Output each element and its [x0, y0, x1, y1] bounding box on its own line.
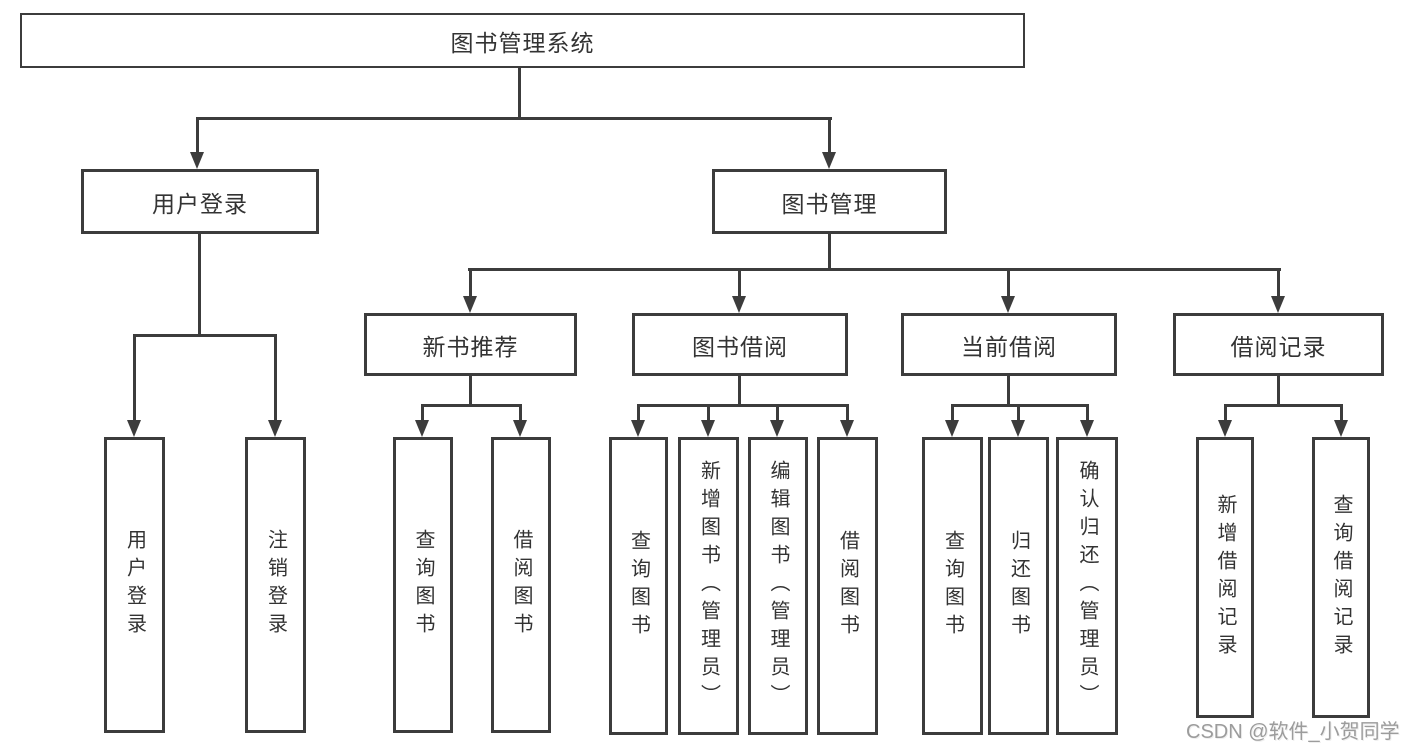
node-current-return-books: 归还图书 [988, 437, 1049, 735]
node-label: 注销登录 [264, 529, 287, 641]
connector-line [846, 404, 849, 421]
node-label: 图书管理系统 [450, 29, 595, 56]
connector-line [707, 404, 710, 421]
node-current-confirm-return-admin: 确认归还（管理员） [1056, 437, 1118, 735]
arrow-down-icon [127, 420, 141, 437]
node-label: 借阅图书 [836, 530, 859, 642]
connector-line [196, 117, 199, 155]
connector-line [133, 334, 136, 422]
node-label: 借阅图书 [510, 529, 532, 641]
node-book-management: 图书管理 [712, 169, 947, 234]
node-borrowing-edit-books-admin: 编辑图书（管理员） [748, 437, 808, 735]
arrow-down-icon [945, 420, 959, 437]
connector-line [776, 404, 779, 421]
node-root: 图书管理系统 [20, 13, 1025, 68]
node-recommend-query-books: 查询图书 [393, 437, 453, 733]
arrow-down-icon [1011, 420, 1025, 437]
connector-line [421, 404, 424, 421]
connector-line [1277, 268, 1280, 298]
connector-line [738, 376, 741, 406]
arrow-down-icon [268, 420, 282, 437]
arrow-down-icon [1218, 420, 1232, 437]
node-label: 编辑图书（管理员） [767, 460, 789, 712]
connector-line [519, 404, 522, 421]
node-label: 用户登录 [152, 190, 248, 217]
connector-line [828, 234, 831, 270]
connector-line [469, 376, 472, 406]
node-label: 新增借阅记录 [1214, 493, 1236, 662]
arrow-down-icon [631, 420, 645, 437]
node-borrowing-add-books-admin: 新增图书（管理员） [678, 437, 739, 735]
node-current-query-books: 查询图书 [922, 437, 983, 735]
node-book-borrowing: 图书借阅 [632, 313, 848, 376]
node-user-login: 用户登录 [104, 437, 165, 733]
arrow-down-icon [513, 420, 527, 437]
node-borrowing-borrow-books: 借阅图书 [817, 437, 878, 735]
connector-line [828, 117, 831, 155]
node-label: 查询图书 [412, 529, 434, 641]
connector-line [1007, 268, 1010, 298]
node-user-login-branch: 用户登录 [81, 169, 319, 234]
connector-line [738, 268, 741, 298]
node-label: 确认归还（管理员） [1076, 460, 1098, 712]
node-label: 归还图书 [1007, 530, 1030, 642]
arrow-down-icon [1271, 296, 1285, 313]
connector-line [518, 68, 521, 119]
node-label: 查询借阅记录 [1330, 493, 1352, 662]
node-label: 查询图书 [941, 530, 964, 642]
arrow-down-icon [732, 296, 746, 313]
node-new-book-recommend: 新书推荐 [364, 313, 577, 376]
connector-line [1224, 404, 1227, 421]
arrow-down-icon [840, 420, 854, 437]
arrow-down-icon [463, 296, 477, 313]
connector-line [468, 268, 1281, 271]
connector-line [469, 268, 472, 298]
arrow-down-icon [770, 420, 784, 437]
connector-line [1340, 404, 1343, 421]
connector-line [951, 404, 954, 421]
arrow-down-icon [190, 152, 204, 169]
connector-line [1277, 376, 1280, 406]
arrow-down-icon [822, 152, 836, 169]
node-label: 当前借阅 [961, 333, 1057, 360]
connector-line [1224, 404, 1342, 407]
connector-line [198, 234, 201, 336]
node-label: 用户登录 [123, 529, 146, 641]
connector-line [422, 404, 522, 407]
node-records-query-record: 查询借阅记录 [1312, 437, 1370, 718]
node-recommend-borrow-books: 借阅图书 [491, 437, 551, 733]
node-label: 新增图书（管理员） [697, 460, 720, 712]
connector-line [133, 334, 277, 337]
node-label: 图书管理 [781, 190, 878, 217]
connector-line [274, 334, 277, 422]
node-label: 查询图书 [627, 530, 650, 642]
node-label: 借阅记录 [1230, 333, 1327, 360]
connector-line [1017, 404, 1020, 421]
node-logout: 注销登录 [245, 437, 306, 733]
node-current-borrowing: 当前借阅 [901, 313, 1117, 376]
arrow-down-icon [1080, 420, 1094, 437]
arrow-down-icon [1001, 296, 1015, 313]
connector-line [196, 117, 832, 120]
node-borrowing-query-books: 查询图书 [609, 437, 668, 735]
connector-line [637, 404, 848, 407]
connector-line [1007, 376, 1010, 406]
connector-line [1086, 404, 1089, 421]
node-label: 图书借阅 [692, 333, 788, 360]
node-records-add-record: 新增借阅记录 [1196, 437, 1254, 718]
connector-line [637, 404, 640, 421]
csdn-watermark: CSDN @软件_小贺同学 [1186, 721, 1400, 743]
node-borrowing-records: 借阅记录 [1173, 313, 1384, 376]
arrow-down-icon [415, 420, 429, 437]
node-label: 新书推荐 [422, 333, 519, 360]
arrow-down-icon [1334, 420, 1348, 437]
arrow-down-icon [701, 420, 715, 437]
